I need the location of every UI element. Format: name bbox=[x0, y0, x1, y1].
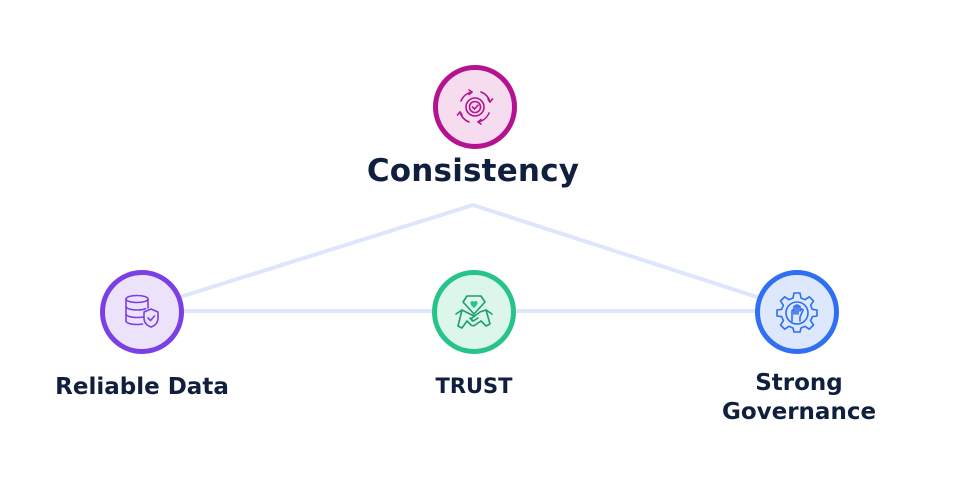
trust-label: TRUST bbox=[435, 374, 513, 398]
strong-governance-label-line1: Strong bbox=[755, 370, 843, 396]
reliable-data-node bbox=[100, 270, 184, 354]
cycle-check-icon bbox=[456, 89, 494, 125]
connector-consistency-to-governance bbox=[471, 203, 759, 299]
connector-reliable-to-consistency bbox=[178, 203, 475, 299]
database-shield-icon bbox=[125, 294, 159, 328]
strong-governance-label-line2: Governance bbox=[721, 399, 877, 425]
strong-governance-label: Strong Governance bbox=[722, 369, 876, 427]
trust-node bbox=[432, 270, 516, 354]
handshake-heart-icon bbox=[455, 295, 493, 329]
consistency-node bbox=[433, 65, 517, 149]
reliable-data-label: Reliable Data bbox=[55, 374, 229, 400]
gear-hand-icon bbox=[776, 292, 818, 333]
consistency-label: Consistency bbox=[366, 153, 580, 189]
strong-governance-node bbox=[755, 270, 839, 354]
